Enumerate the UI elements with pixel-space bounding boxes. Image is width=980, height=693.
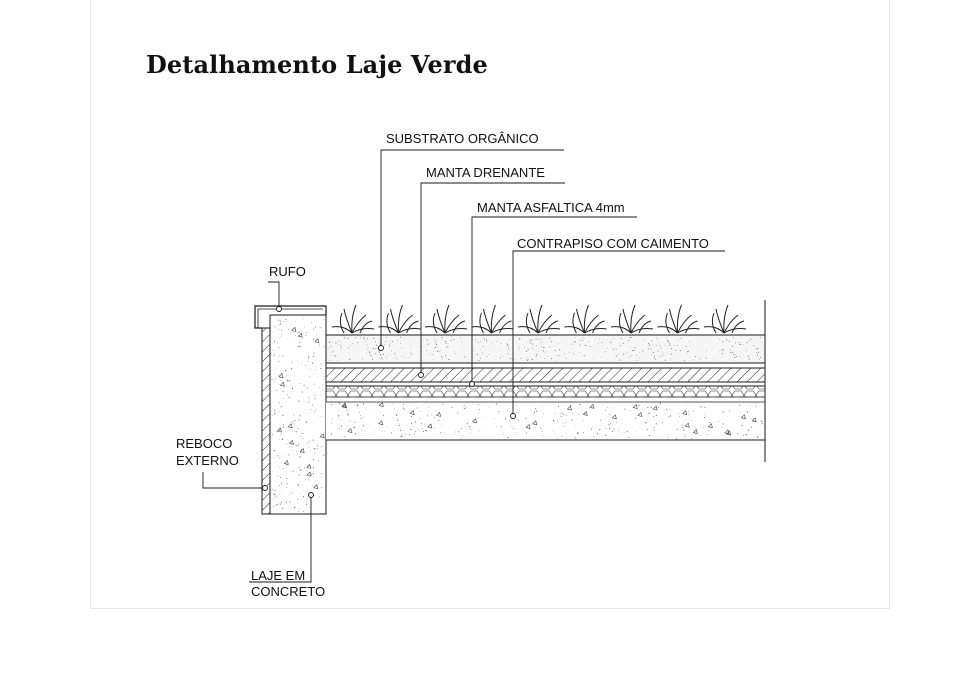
- marker-manta-asfaltica: [469, 381, 475, 387]
- marker-rufo: [276, 306, 282, 312]
- label-substrato: SUBSTRATO ORGÂNICO: [386, 131, 539, 146]
- plant-icon: [610, 304, 654, 334]
- reboco-externo-layer: [261, 327, 271, 515]
- marker-substrato: [378, 345, 384, 351]
- label-manta-drenante: MANTA DRENANTE: [426, 165, 545, 180]
- leader-laje: [249, 495, 312, 583]
- leader-contrapiso: [512, 250, 725, 416]
- label-reboco-line1: REBOCO: [176, 436, 232, 451]
- marker-reboco: [262, 485, 268, 491]
- marker-manta-drenante: [418, 372, 424, 378]
- wall-concrete: [269, 314, 327, 515]
- label-laje-line1: LAJE EM: [251, 568, 305, 583]
- label-reboco-line2: EXTERNO: [176, 453, 239, 468]
- slab-concrete: [326, 402, 765, 440]
- leader-rufo: [268, 281, 280, 309]
- label-laje-line2: CONCRETO: [251, 584, 325, 599]
- manta-asfaltica-layer: [325, 385, 766, 398]
- manta-drenante-layer: [325, 367, 766, 383]
- drawing-sheet: [90, 0, 890, 609]
- substrato-organico-layer: [325, 334, 766, 364]
- plant-icon: [424, 304, 468, 334]
- plant-icon: [331, 304, 375, 334]
- label-rufo: RUFO: [269, 264, 306, 279]
- page-title: Detalhamento Laje Verde: [146, 50, 488, 79]
- marker-laje: [308, 492, 314, 498]
- vegetation-row: [331, 304, 747, 334]
- plant-icon: [517, 304, 561, 334]
- marker-contrapiso: [510, 413, 516, 419]
- plant-icon: [378, 304, 421, 334]
- plant-icon: [703, 304, 747, 334]
- leader-manta-asfaltica: [471, 216, 637, 384]
- leader-substrato: [380, 149, 564, 348]
- rufo-flashing: [254, 305, 327, 329]
- plant-icon: [657, 304, 700, 334]
- plant-icon: [471, 304, 514, 334]
- label-contrapiso: CONTRAPISO COM CAIMENTO: [517, 236, 709, 251]
- leader-reboco: [202, 472, 265, 489]
- label-manta-asfaltica: MANTA ASFALTICA 4mm: [477, 200, 625, 215]
- laje-concreto-section: [254, 305, 765, 515]
- plant-icon: [564, 304, 607, 334]
- leader-manta-drenante: [420, 182, 565, 375]
